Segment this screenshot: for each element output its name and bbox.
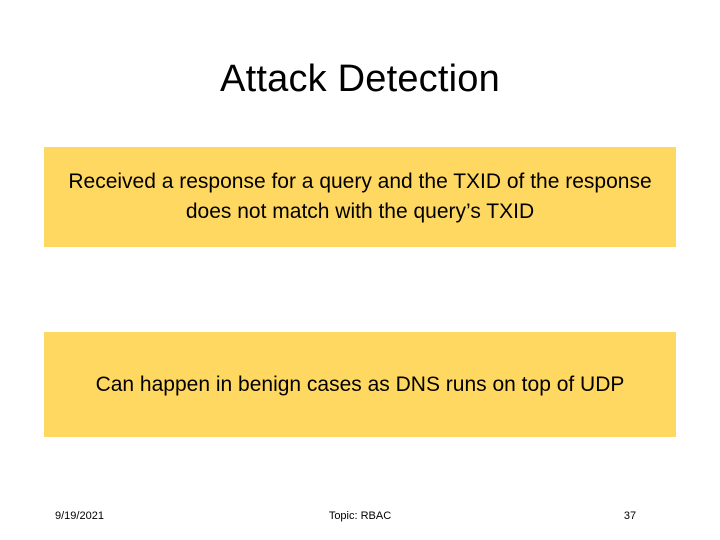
page-title: Attack Detection xyxy=(220,58,500,100)
footer-date: 9/19/2021 xyxy=(55,510,104,522)
footer-topic: Topic: RBAC xyxy=(328,510,392,522)
slide-footer: 9/19/2021 Topic: RBAC 37 xyxy=(0,505,720,527)
content-box-attack-condition: Received a response for a query and the … xyxy=(44,147,676,247)
content-box-benign-note-text: Can happen in benign cases as DNS runs o… xyxy=(95,372,625,396)
content-box-benign-note: Can happen in benign cases as DNS runs o… xyxy=(44,332,676,437)
footer-page-number: 37 xyxy=(623,510,637,522)
content-box-attack-condition-text: Received a response for a query and the … xyxy=(68,170,652,223)
